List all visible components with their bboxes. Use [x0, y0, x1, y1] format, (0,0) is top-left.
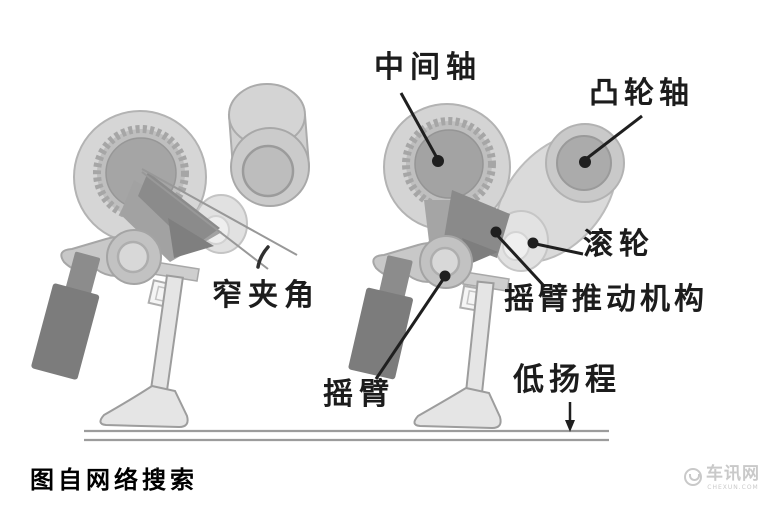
leader-lines [374, 92, 643, 432]
right-valve [413, 280, 502, 430]
label-narrow-angle: 窄夹角 [212, 278, 320, 313]
label-rocker-push-mechanism: 摇臂推动机构 [504, 282, 708, 317]
right-gear [383, 103, 511, 231]
label-roller: 滚轮 [583, 227, 655, 262]
leader-roller [527, 237, 584, 256]
narrow-angle-lines [141, 168, 298, 270]
left-valve [99, 274, 189, 429]
label-rocker-arm: 摇臂 [323, 377, 395, 412]
label-camshaft: 凸轮轴 [589, 76, 694, 111]
right-actuator [348, 255, 413, 380]
watermark-site-url: CHEXUN.COM [707, 483, 759, 491]
left-actuator [31, 251, 101, 380]
left-push-wedge [120, 172, 222, 262]
leader-camshaft [579, 114, 643, 168]
watermark-chexun: 车讯网 CHEXUN.COM [684, 464, 760, 491]
leader-intermediate-shaft [399, 92, 444, 167]
label-intermediate-shaft: 中间轴 [374, 50, 482, 85]
low-lift-arrow [565, 402, 575, 432]
ground-lines [84, 429, 609, 442]
left-mechanism [31, 83, 311, 429]
right-mechanism [348, 103, 625, 430]
watermark-logo-icon [684, 468, 702, 486]
watermark-site-name: 车讯网 [706, 464, 760, 484]
left-camshaft-cylinder [227, 83, 311, 207]
label-low-lift: 低扬程 [513, 362, 621, 398]
source-caption: 图自网络搜索 [30, 466, 198, 494]
angle-arc-mark [256, 245, 270, 269]
leader-rocker-arm [374, 270, 451, 380]
right-roller [493, 210, 549, 272]
leader-rocker-push-mechanism [490, 226, 547, 289]
